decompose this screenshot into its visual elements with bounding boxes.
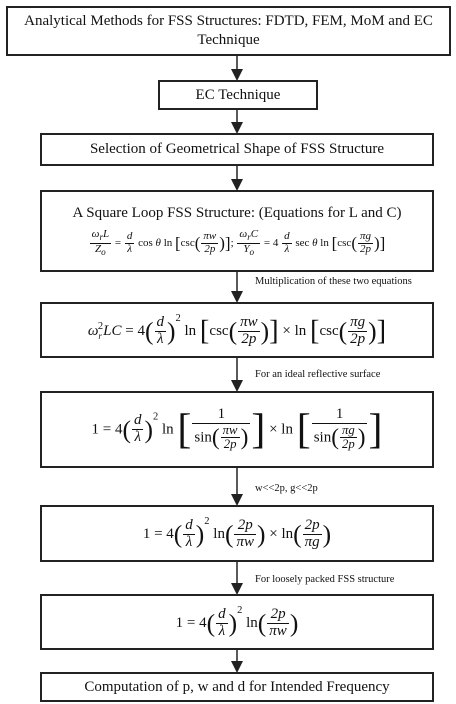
computation-text: Computation of p, w and d for Intended F… <box>84 678 390 695</box>
square-loop-box: A Square Loop FSS Structure: (Equations … <box>40 190 434 272</box>
step-label-loosely-packed: For loosely packed FSS structure <box>255 574 395 585</box>
title-text: Analytical Methods for FSS Structures: F… <box>24 13 433 48</box>
selection-box: Selection of Geometrical Shape of FSS St… <box>40 133 434 166</box>
ec-technique-box: EC Technique <box>158 80 318 110</box>
step-label-approximation: w<<2p, g<<2p <box>255 483 318 494</box>
step-label-multiplication: Multiplication of these two equations <box>255 276 412 287</box>
ec-technique-text: EC Technique <box>195 86 281 103</box>
square-loop-heading: A Square Loop FSS Structure: (Equations … <box>72 205 402 222</box>
selection-text: Selection of Geometrical Shape of FSS St… <box>89 141 385 157</box>
title-box: Analytical Methods for FSS Structures: F… <box>6 6 451 56</box>
computation-box: Computation of p, w and d for Intended F… <box>40 672 434 702</box>
step-label-ideal-surface: For an ideal reflective surface <box>255 369 381 380</box>
